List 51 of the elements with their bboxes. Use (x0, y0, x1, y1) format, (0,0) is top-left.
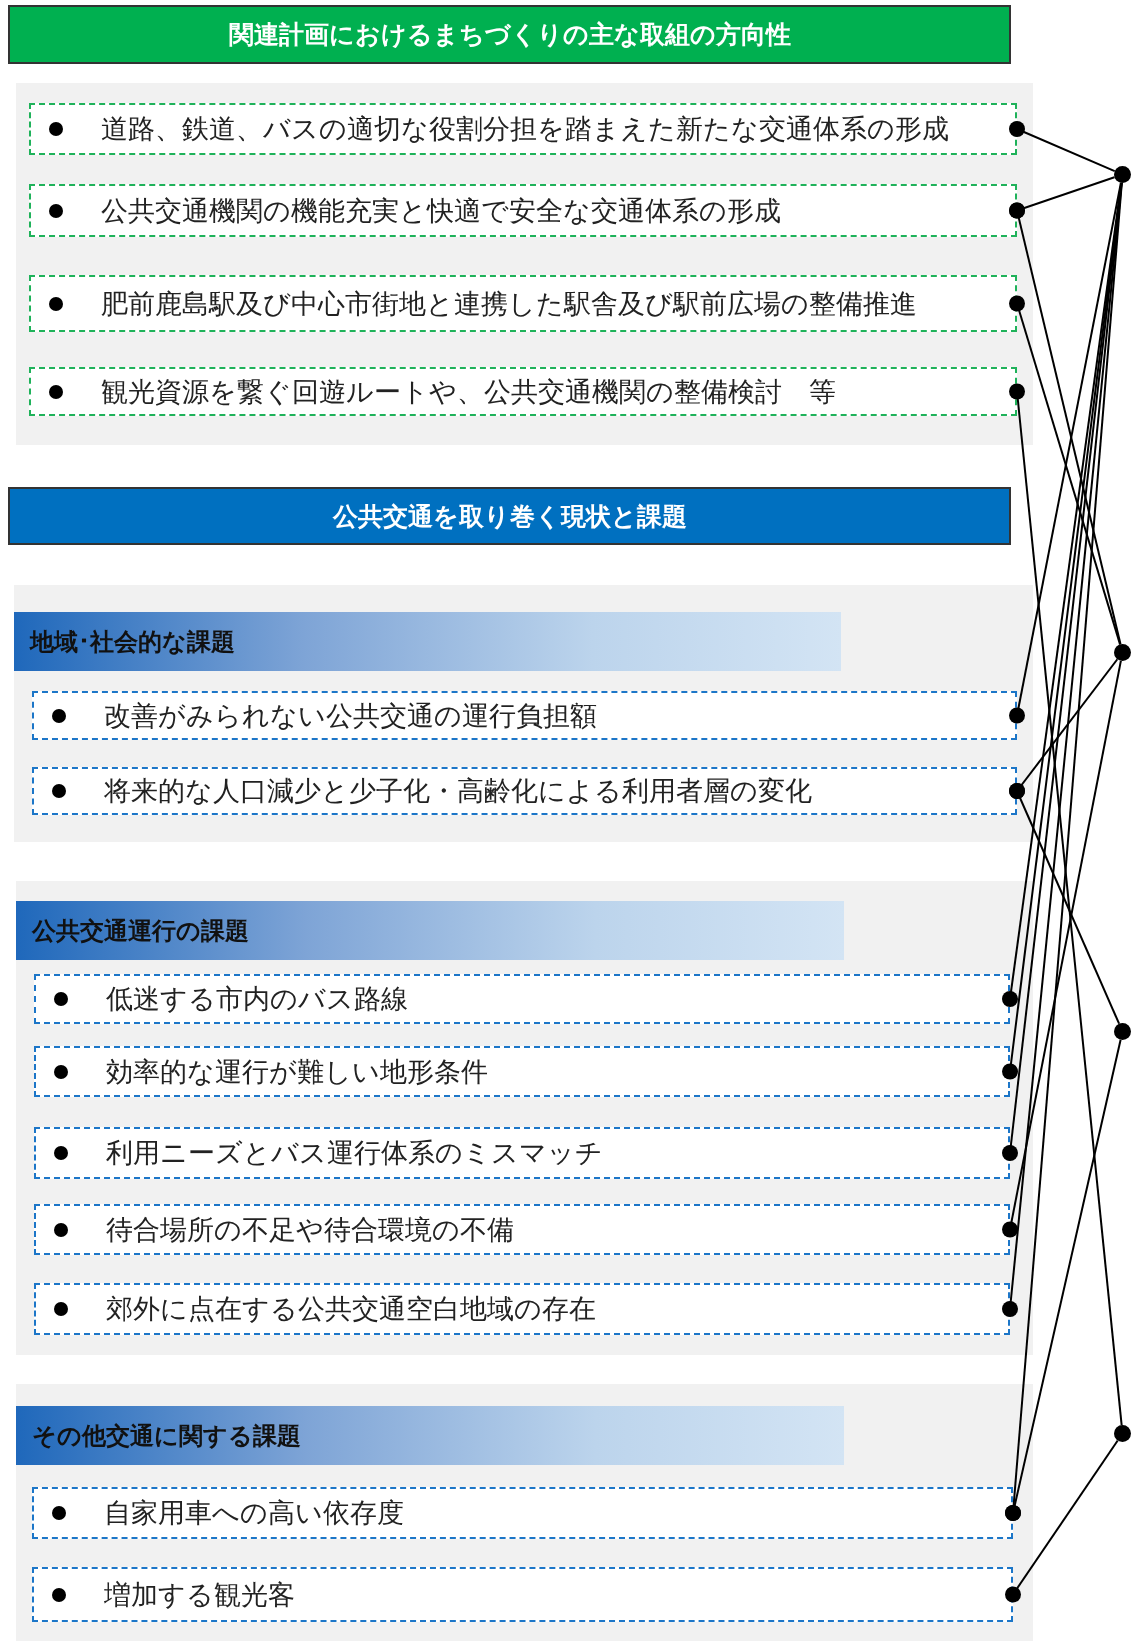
heading-text: 関連計画におけるまちづくりの主な取組の方向性 (228, 19, 791, 51)
item-text: 利用ニーズとバス運行体系のミスマッチ (106, 1137, 603, 1170)
item-text: 改善がみられない公共交通の運行負担額 (104, 699, 597, 733)
item-text: 肥前鹿島駅及び中心市街地と連携した駅舎及び駅前広場の整備推進 (101, 287, 917, 321)
connector-line (1009, 383, 1123, 1427)
connector-dot (1114, 644, 1131, 661)
item-text: 郊外に点在する公共交通空白地域の存在 (106, 1293, 596, 1326)
heading-band (8, 5, 1011, 64)
dashed-item-box (32, 691, 1017, 740)
dashed-item-box (29, 103, 1017, 155)
panel-background (14, 585, 1033, 842)
connector-line (1009, 295, 1122, 646)
heading-text: 公共交通運行の課題 (32, 915, 249, 947)
dashed-item-box (32, 767, 1017, 815)
heading-text: 地域･社会的な課題 (30, 626, 235, 658)
connector-line (1002, 659, 1122, 1238)
section-header-bar (16, 901, 844, 960)
dashed-item-box (29, 367, 1017, 416)
heading-text: その他交通に関する課題 (32, 1420, 301, 1452)
item-text: 待合場所の不足や待合環境の不備 (106, 1213, 514, 1247)
item-text: 公共交通機関の機能充実と快適で安全な交通体系の形成 (101, 194, 781, 228)
section-header-bar (16, 1406, 844, 1465)
connector-dot (1114, 166, 1131, 183)
dashed-item-box (34, 1283, 1010, 1335)
dashed-item-box (34, 1204, 1010, 1255)
dashed-item-box (34, 974, 1010, 1024)
item-text: 将来的な人口減少と少子化・高齢化による利用者層の変化 (104, 775, 812, 808)
connector-line (1009, 121, 1116, 173)
item-text: 自家用車への高い依存度 (104, 1497, 404, 1530)
connector-line (1009, 783, 1121, 1025)
heading-text: 公共交通を取り巻く現状と課題 (332, 500, 687, 533)
panel-background (16, 83, 1033, 445)
dashed-item-box (34, 1046, 1010, 1097)
item-text: 低迷する市内のバス路線 (106, 983, 408, 1016)
panel-background (16, 1384, 1033, 1641)
item-text: 道路、鉄道、バスの適切な役割分担を踏まえた新たな交通体系の形成 (101, 113, 949, 146)
dashed-item-box (32, 1567, 1013, 1622)
section-header-bar (14, 612, 841, 671)
panel-background (16, 881, 1033, 1355)
heading-band (8, 487, 1011, 545)
connector-line (1005, 1038, 1122, 1521)
item-text: 観光資源を繋ぐ回遊ルートや、公共交通機関の整備検討 等 (101, 375, 836, 409)
connector-dot (1114, 1425, 1131, 1442)
connector-line (1005, 1439, 1119, 1603)
item-text: 増加する観光客 (104, 1578, 295, 1612)
dashed-item-box (34, 1127, 1010, 1179)
item-text: 効率的な運行が難しい地形条件 (106, 1055, 488, 1089)
dashed-item-box (29, 184, 1017, 237)
connector-dot (1114, 1023, 1131, 1040)
dashed-item-box (29, 275, 1017, 332)
dashed-item-box (32, 1487, 1013, 1539)
